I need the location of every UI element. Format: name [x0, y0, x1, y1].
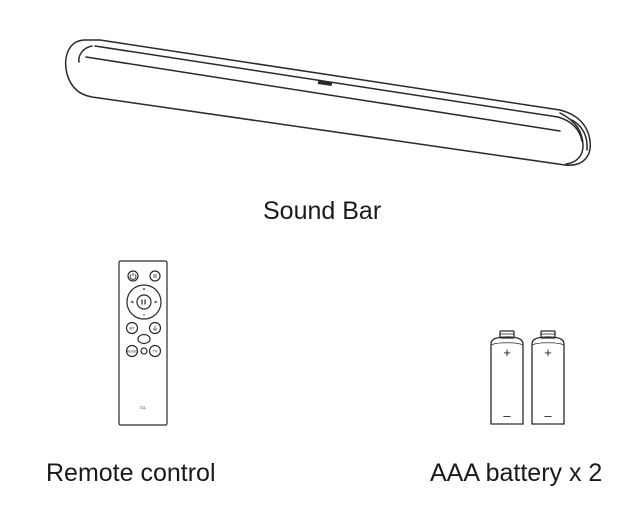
eq-button [137, 333, 151, 345]
battery-right [531, 330, 565, 425]
battery-right-negative: – [544, 408, 552, 423]
bt-button-label: BT [129, 326, 135, 331]
tv-button [148, 344, 162, 358]
mic-button [148, 321, 162, 335]
ok-button [136, 294, 152, 310]
power-button [127, 270, 139, 282]
bt-button [125, 321, 139, 335]
center-small-button [140, 347, 148, 355]
music-button-label: MUSIC [127, 350, 138, 354]
tv-button-label: TV [152, 349, 157, 354]
battery-caption: AAA battery x 2 [430, 459, 603, 487]
source-button [149, 270, 161, 282]
battery-left [490, 330, 524, 425]
battery-right-positive: + [544, 345, 552, 360]
music-button [125, 344, 139, 358]
battery-left-negative: – [503, 408, 511, 423]
remote-brand-label: TCL [140, 406, 147, 410]
sound-bar-caption: Sound Bar [263, 197, 382, 225]
battery-left-positive: + [503, 345, 511, 360]
sound-bar-indicator [317, 79, 333, 87]
remote-control-caption: Remote control [46, 459, 216, 487]
navigation-ring [126, 284, 162, 320]
